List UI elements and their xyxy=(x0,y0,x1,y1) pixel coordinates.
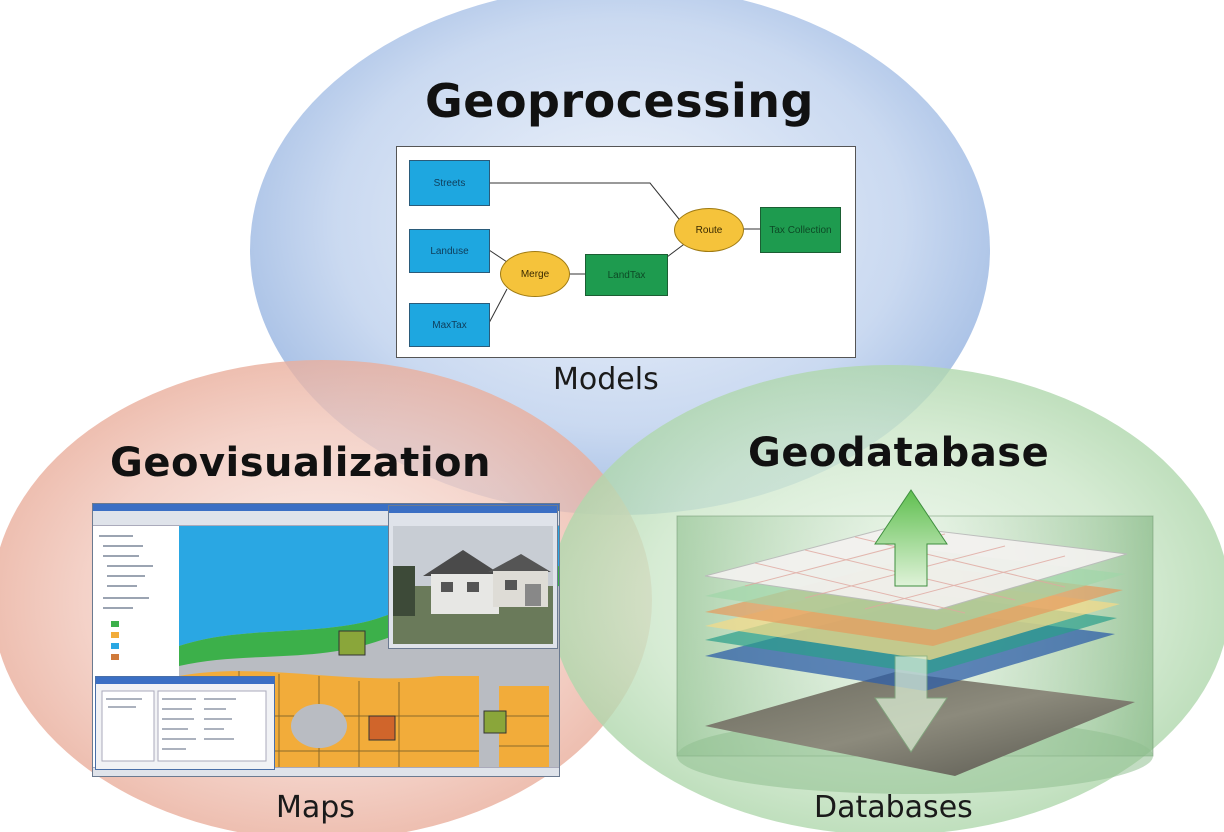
model-diagram: Streets Landuse MaxTax Merge LandTax Rou… xyxy=(396,146,856,358)
geoprocessing-title: Geoprocessing xyxy=(425,74,814,128)
node-tax-collection: Tax Collection xyxy=(760,207,841,253)
node-streets: Streets xyxy=(409,160,490,206)
models-caption: Models xyxy=(553,362,659,397)
maps-caption: Maps xyxy=(276,790,355,825)
photo-titlebar xyxy=(389,506,557,513)
geovisualization-title: Geovisualization xyxy=(110,440,491,486)
attribute-titlebar xyxy=(96,677,274,684)
map-titlebar xyxy=(93,504,559,511)
attribute-rows xyxy=(101,690,267,762)
geodatabase-title: Geodatabase xyxy=(748,430,1050,476)
attribute-window xyxy=(95,676,275,770)
photo-toolbar xyxy=(389,513,557,523)
toc-lines xyxy=(99,535,153,660)
house-photo-window xyxy=(388,505,558,649)
node-maxtax: MaxTax xyxy=(409,303,490,347)
node-landtax: LandTax xyxy=(585,254,668,296)
databases-caption: Databases xyxy=(814,790,973,825)
house-photo-icon xyxy=(393,526,553,644)
node-merge: Merge xyxy=(500,251,570,297)
database-cylinder-icon xyxy=(676,489,1154,794)
map-statusbar xyxy=(93,767,559,776)
up-down-arrow-icon xyxy=(874,489,948,753)
node-landuse: Landuse xyxy=(409,229,490,273)
node-route: Route xyxy=(674,208,744,252)
